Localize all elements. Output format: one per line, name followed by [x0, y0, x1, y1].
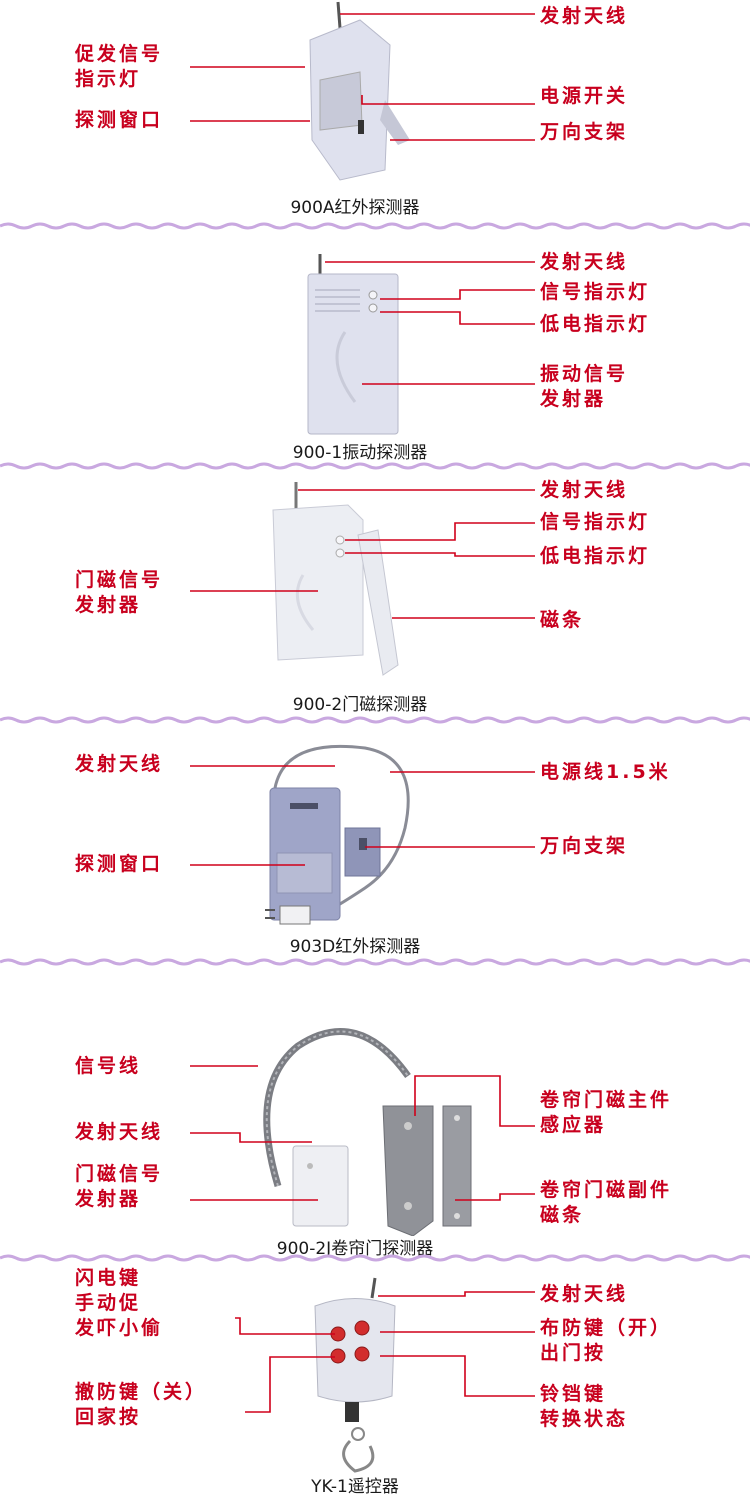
label-low-battery-indicator: 低电指示灯: [540, 313, 651, 335]
caption-900-1: 900-1振动探测器: [292, 443, 428, 463]
section-900-2: 门磁信号 发射器 发射天线 信号指示灯 低电指示灯 磁条 900-2门磁探测器: [0, 470, 750, 720]
label-arm-button: 布防键（开） 出门按: [540, 1317, 673, 1364]
label-bell-button: 铃铛键 转换状态: [540, 1383, 629, 1430]
pir-detector-image: [309, 1, 410, 181]
label-main-sensor: 卷帘门磁主件 感应器: [540, 1089, 673, 1136]
wired-pir-detector-image: [265, 744, 410, 925]
caption-900-2: 900-2门磁探测器: [292, 695, 428, 715]
caption-yk-1: YK-1遥控器: [311, 1477, 399, 1497]
label-detection-window: 探测窗口: [75, 109, 164, 131]
label-antenna: 发射天线: [540, 251, 629, 273]
label-signal-indicator: 信号指示灯: [540, 281, 651, 303]
label-universal-bracket: 万向支架: [540, 121, 629, 143]
label-vibration-transmitter: 振动信号 发射器: [540, 363, 629, 410]
label-power-switch: 电源开关: [540, 85, 629, 107]
section-903d: 发射天线 探测窗口 电源线1.5米 万向支架 903D红外探测器: [0, 724, 750, 962]
remote-control-image: [314, 1277, 396, 1473]
section-divider: [0, 958, 750, 966]
label-power-cord: 电源线1.5米: [540, 761, 671, 783]
label-secondary-magnet: 卷帘门磁副件 磁条: [540, 1179, 673, 1226]
section-divider: [0, 462, 750, 470]
section-divider: [0, 716, 750, 724]
label-panic-button: 闪电键 手动促 发吓小偷: [75, 1267, 164, 1339]
leader-lines: [190, 489, 535, 619]
section-yk-1: 闪电键 手动促 发吓小偷 撤防键（关） 回家按 发射天线 布防键（开） 出门按 …: [0, 1262, 750, 1500]
label-universal-bracket: 万向支架: [540, 835, 629, 857]
leader-lines: [325, 261, 535, 385]
section-900a: 促发信号 指示灯 探测窗口 发射天线 电源开关 万向支架 900A红外探测器: [0, 0, 750, 225]
leader-lines: [190, 13, 535, 141]
label-antenna: 发射天线: [75, 1121, 164, 1143]
rolling-door-detector-image: [263, 1028, 472, 1236]
label-door-transmitter: 门磁信号 发射器: [75, 569, 164, 616]
label-antenna: 发射天线: [540, 479, 629, 501]
door-magnet-detector-image: [272, 482, 399, 676]
section-divider: [0, 1254, 750, 1262]
section-900-1: 发射天线 信号指示灯 低电指示灯 振动信号 发射器 900-1振动探测器: [0, 232, 750, 464]
leader-lines: [190, 1065, 535, 1201]
label-low-battery-indicator: 低电指示灯: [540, 545, 651, 567]
label-signal-cable: 信号线: [75, 1055, 142, 1077]
leader-lines: [235, 1291, 535, 1413]
label-signal-indicator: 信号指示灯: [540, 511, 651, 533]
label-magnet-strip: 磁条: [540, 609, 585, 631]
section-900-2j: 信号线 发射天线 门磁信号 发射器 卷帘门磁主件 感应器 卷帘门磁副件 磁条 9…: [0, 966, 750, 1259]
label-trigger-indicator: 促发信号 指示灯: [75, 43, 164, 90]
label-detection-window: 探测窗口: [75, 853, 164, 875]
caption-900a: 900A红外探测器: [290, 198, 420, 218]
label-antenna: 发射天线: [75, 753, 164, 775]
label-door-transmitter: 门磁信号 发射器: [75, 1163, 164, 1210]
label-disarm-button: 撤防键（关） 回家按: [75, 1381, 208, 1428]
caption-900-2j: 900-2J卷帘门探测器: [276, 1239, 434, 1259]
label-antenna: 发射天线: [540, 1283, 629, 1305]
leader-lines: [190, 765, 535, 866]
vibration-detector-image: [307, 254, 399, 435]
label-antenna: 发射天线: [540, 5, 629, 27]
section-divider: [0, 222, 750, 230]
caption-903d: 903D红外探测器: [289, 937, 421, 957]
